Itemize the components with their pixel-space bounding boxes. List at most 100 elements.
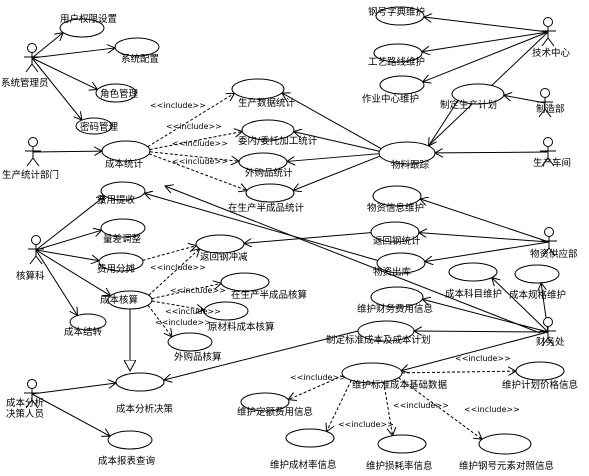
include-line <box>398 377 482 440</box>
use-case-label-role-mgmt: 角色管理 <box>100 88 139 100</box>
include-line <box>151 283 222 300</box>
use-case-label-cost-analysis: 成本分析决策 <box>116 403 174 415</box>
use-case-label-password-mgmt: 密码管理 <box>80 121 119 133</box>
include-label: <<include>> <box>155 318 211 327</box>
actor-head <box>31 235 41 245</box>
use-case-label-consumption-rate: 维护损耗率信息 <box>366 460 433 472</box>
association-line <box>31 57 82 120</box>
include-line <box>151 300 204 310</box>
include-label: <<include>> <box>290 373 346 382</box>
actor-leg <box>541 337 549 347</box>
use-case-label-material-tracking: 物料跟踪 <box>391 159 430 171</box>
association-line <box>435 152 549 153</box>
use-case-steel-element <box>478 433 532 455</box>
association-line <box>35 249 111 296</box>
association-line <box>293 155 381 190</box>
actor-prod-stats-dept <box>25 137 41 167</box>
include-label: <<include>> <box>150 263 206 272</box>
actor-leg <box>29 255 37 265</box>
actor-label: 财务处 <box>536 336 565 348</box>
actor-leg <box>35 255 43 265</box>
association-line <box>401 331 549 371</box>
include-line <box>148 153 247 191</box>
use-case-label-cost-spec-maint: 成本规格维护 <box>509 289 566 301</box>
association-line <box>244 232 372 244</box>
use-case-label-material-info: 物资信息维护 <box>367 202 424 214</box>
use-case-label-cost-item-maint: 成本科目维护 <box>445 288 502 300</box>
use-case-return-steel-reduce <box>195 234 245 254</box>
use-case-material-tracking <box>378 141 436 165</box>
edges-layer <box>31 17 550 440</box>
use-case-label-return-steel-reduce: 返回钢冲减 <box>200 251 248 263</box>
actor-head <box>543 317 553 327</box>
use-case-ingredient-rate <box>285 428 335 448</box>
actor-label: 物资供应部 <box>530 248 578 260</box>
use-case-label-material-outbound: 物资出库 <box>373 266 412 278</box>
include-label: <<include>> <box>165 307 221 316</box>
association-line <box>31 393 110 436</box>
association-line <box>429 100 459 146</box>
use-case-label-wip-stats: 在生产半成品统计 <box>228 202 305 214</box>
actor-manufacturing-dept <box>537 88 553 118</box>
use-case-cost-analysis <box>115 372 165 392</box>
actor-leg <box>541 37 549 47</box>
actor-finance-dept <box>540 317 556 347</box>
use-case-wip-stats <box>245 183 295 203</box>
actor-leg <box>547 37 555 47</box>
use-case-label-cost-report: 成本报表查询 <box>98 455 155 467</box>
actor-leg <box>547 337 555 347</box>
use-case-system-config <box>114 37 160 57</box>
actor-head <box>27 379 37 389</box>
include-line <box>327 380 352 431</box>
include-line <box>142 246 197 261</box>
use-case-label-raw-material-cost: 原材料成本核算 <box>208 321 275 333</box>
actor-leg <box>548 247 556 257</box>
use-case-label-purchased-stats: 外购品统计 <box>245 167 293 179</box>
use-case-cost-stats <box>101 140 151 162</box>
labels-layer: 系统管理员生产统计部门核算科成本分析决策人员技术中心制造部生产车间物资供应部财务… <box>1 6 578 472</box>
use-case-label-plan-price-info: 维护计划价格信息 <box>502 379 578 391</box>
use-case-variance-adjust <box>100 218 146 238</box>
actor-label: 制造部 <box>536 103 565 115</box>
use-case-label-variance-adjust: 量差调整 <box>103 233 142 245</box>
include-label: <<include>> <box>150 101 206 110</box>
actor-head <box>540 88 550 98</box>
include-label: <<include>> <box>455 354 511 363</box>
use-case-role-mgmt <box>95 83 137 103</box>
use-case-cost-carryover <box>69 313 107 331</box>
actor-supply-dept <box>541 227 557 257</box>
use-case-outsourced-stats <box>241 119 295 141</box>
use-case-plan-price-info <box>515 361 565 381</box>
actor-leg <box>32 157 40 167</box>
actor-label: 核算科 <box>16 270 45 282</box>
include-label: <<include>> <box>464 405 520 414</box>
use-case-label-steel-dict: 钢号字典维护 <box>368 6 425 18</box>
use-case-expense-collect <box>100 181 146 201</box>
use-case-label-user-permission: 用户权限设置 <box>60 13 117 25</box>
actor-tech-center <box>540 17 556 47</box>
include-line <box>147 304 172 337</box>
include-label: <<include>> <box>172 157 228 166</box>
use-case-cost-spec-maint <box>514 264 560 284</box>
use-case-label-cost-accounting: 成本核算 <box>100 294 138 306</box>
actor-leg <box>547 157 555 167</box>
actor-label: 生产车间 <box>533 157 571 169</box>
use-case-password-mgmt <box>75 117 113 135</box>
use-case-quota-expense-info <box>240 392 290 412</box>
actor-label: 系统管理员 <box>1 77 49 89</box>
actor-head <box>543 17 553 27</box>
use-case-process-route <box>373 43 423 63</box>
association-line <box>165 186 541 334</box>
actor-label: 决策人员 <box>6 408 44 420</box>
actor-leg <box>31 399 39 409</box>
include-line <box>148 249 200 296</box>
use-case-material-info <box>372 185 422 207</box>
use-case-label-cost-carryover: 成本结转 <box>64 326 103 338</box>
association-line <box>425 241 550 262</box>
association-line <box>164 330 359 380</box>
association-line <box>32 151 102 152</box>
actor-label: 生产统计部门 <box>2 169 59 181</box>
actor-leg <box>31 63 39 73</box>
use-case-label-expense-collect: 费用提收 <box>97 194 136 206</box>
